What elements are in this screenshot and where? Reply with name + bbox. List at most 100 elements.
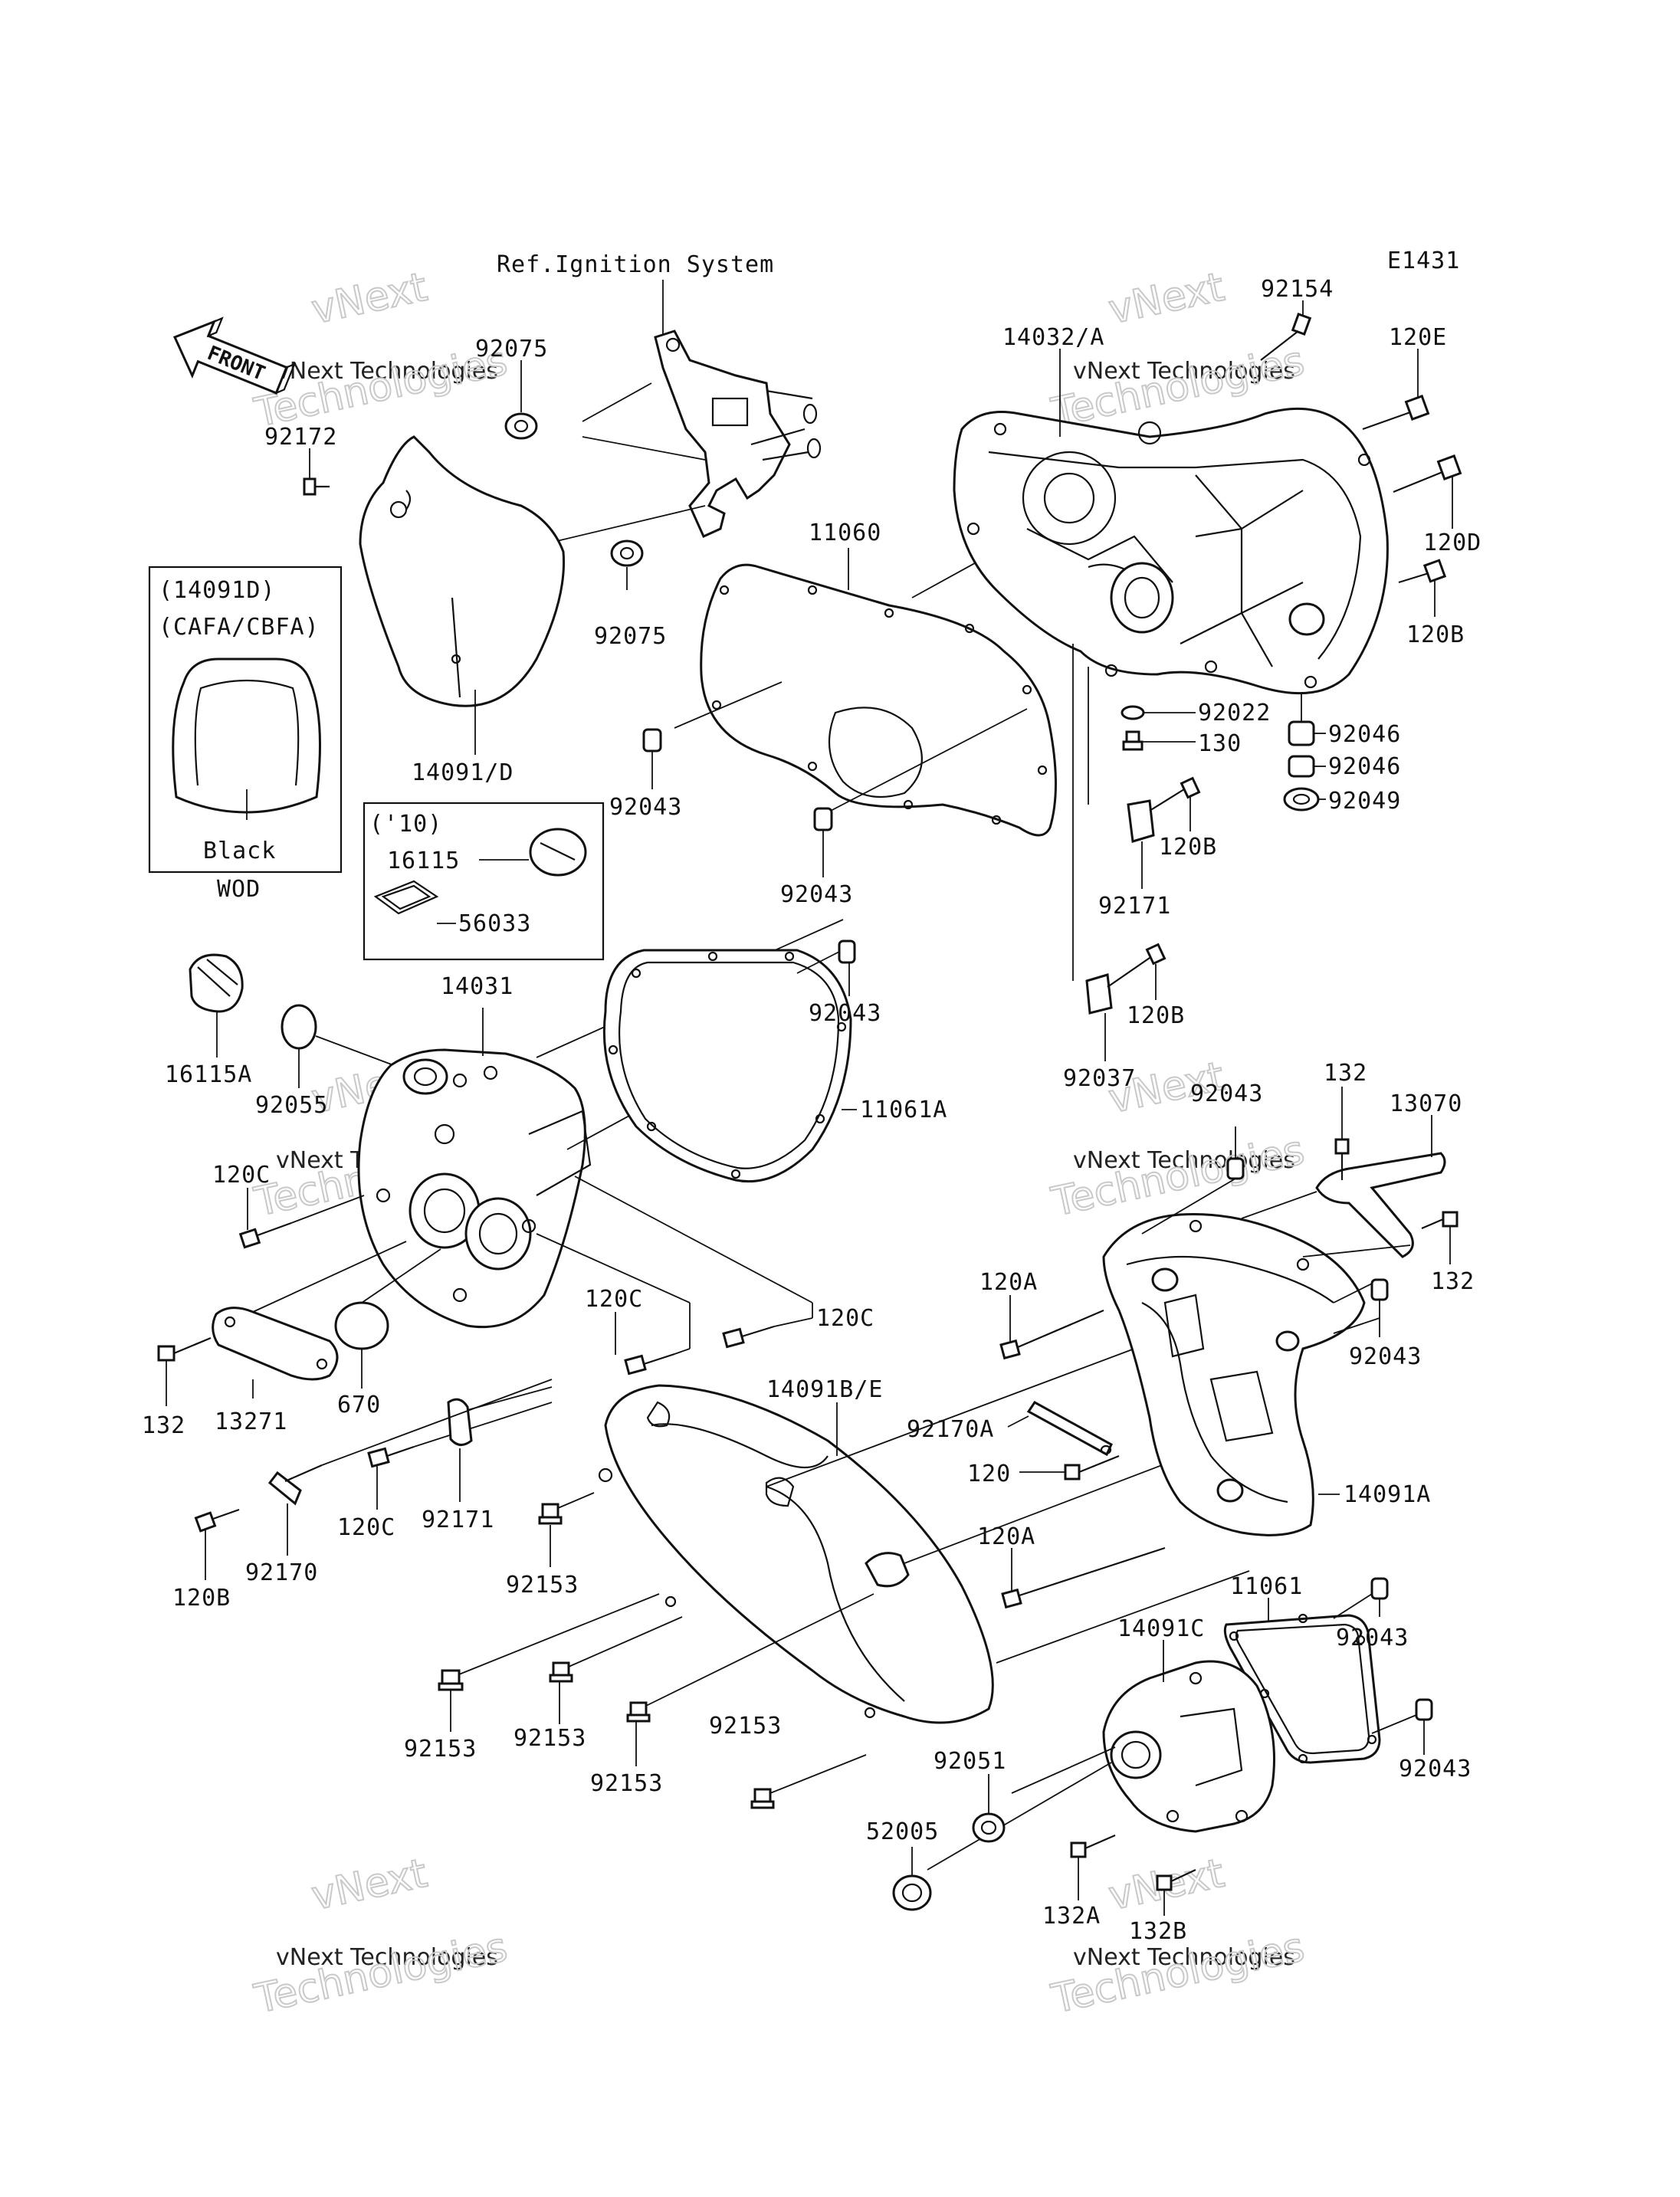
sticker-label: [373, 880, 439, 915]
cover-14091c: [1102, 1660, 1275, 1833]
ignition-bracket: [654, 330, 822, 538]
callout-label: 132: [1431, 1268, 1475, 1295]
watermark-line1: vNext: [307, 264, 431, 333]
bolt-120a-lower: [1001, 1546, 1166, 1609]
variant-inset-box: [148, 566, 343, 874]
inset-models: (CAFA/CBFA): [159, 614, 320, 641]
callout-label: 14091/D: [412, 759, 514, 786]
callout-label: 92153: [709, 1713, 782, 1740]
bolt-92153-d: [626, 1701, 651, 1723]
gasket-11061a: [602, 949, 852, 1183]
bolt-120c-left: [238, 1221, 292, 1249]
callout-label: 120A: [977, 1523, 1035, 1550]
callout-label: 14032/A: [1002, 324, 1104, 351]
bolt-92153-b: [438, 1669, 464, 1691]
callout-label: 92043: [1336, 1625, 1409, 1651]
seal-92049: [1283, 787, 1320, 812]
callout-label: 120D: [1423, 530, 1481, 556]
dowel-92043-g: [1415, 1698, 1433, 1721]
callout-label: 120C: [585, 1286, 643, 1313]
callout-label: 92043: [1399, 1756, 1472, 1782]
callout-label: 92043: [780, 881, 853, 908]
seal-92051: [972, 1812, 1006, 1843]
inset-note: WOD: [217, 876, 261, 903]
bearing-52005: [892, 1874, 932, 1911]
bolt-120d: [1393, 454, 1462, 494]
washer-92075-lower: [610, 539, 644, 567]
clamp-92171-upper: [1127, 776, 1201, 843]
callout-label: 120A: [979, 1269, 1038, 1296]
callout-label: 132: [1324, 1060, 1367, 1087]
bolt-120: [1064, 1454, 1120, 1481]
watermark-line2: vNext Technologies: [1073, 1944, 1295, 1971]
bolt-92153-c: [549, 1661, 573, 1683]
callout-label: 120C: [816, 1305, 874, 1332]
callout-label: 132A: [1042, 1903, 1101, 1930]
inset-part-56033: 56033: [458, 910, 531, 937]
year-inset-box: [363, 802, 605, 961]
callout-label: 92171: [1098, 893, 1171, 920]
watermark-line2: vNext Technologies: [1073, 358, 1295, 385]
bolt-132-right: [1421, 1211, 1459, 1230]
bolt-132a: [1070, 1834, 1116, 1858]
callout-label: 92043: [1190, 1080, 1263, 1107]
bolt-120e: [1362, 395, 1430, 431]
watermark: vNext vNext Technologies Technologies: [250, 1850, 512, 2024]
watermark: vNext vNext Technologies Technologies: [250, 264, 512, 438]
gasket-11060: [700, 563, 1057, 837]
callout-label: 92046: [1328, 753, 1401, 780]
washer-92022: [1121, 705, 1145, 720]
dowel-92043-b: [813, 807, 833, 831]
bolt-120b-lower: [194, 1508, 240, 1533]
clamp-92171-lower: [447, 1398, 473, 1446]
callout-label: 92153: [404, 1736, 477, 1763]
reference-label: Ref.Ignition System: [497, 251, 774, 278]
dowel-92043-e: [1370, 1278, 1389, 1301]
watermark-line2: vNext Technologies: [276, 1944, 498, 1971]
inset-part-16115: 16115: [387, 848, 460, 874]
callout-label: 16115A: [165, 1061, 252, 1088]
callout-label: 92022: [1198, 700, 1271, 726]
callout-label: 92170: [245, 1559, 318, 1586]
bolt-92153-a: [538, 1503, 563, 1525]
callout-label: 92153: [514, 1725, 586, 1752]
o-ring-92055: [281, 1004, 317, 1050]
washer-92075-upper: [504, 412, 538, 440]
callout-label: 52005: [866, 1818, 939, 1845]
callout-label: 670: [337, 1392, 381, 1418]
watermark-line3: Technologies: [251, 338, 511, 436]
year-label: ('10): [369, 811, 442, 838]
watermark-line1: vNext: [1104, 264, 1228, 333]
callout-label: 14091C: [1117, 1615, 1205, 1642]
callout-label: 14091A: [1344, 1481, 1431, 1508]
clamp-92037: [1085, 943, 1166, 1015]
bolt-132-left: [157, 1336, 212, 1362]
bolt-120c-right: [722, 1325, 775, 1349]
callout-label: 92171: [422, 1507, 494, 1533]
strap-92170a: [1026, 1401, 1113, 1457]
inset-part-no: (14091D): [159, 577, 276, 604]
callout-label: 14031: [441, 973, 514, 1000]
callout-label: 92051: [934, 1748, 1006, 1775]
callout-label: 120B: [1127, 1002, 1185, 1029]
dowel-92043-a: [642, 728, 662, 753]
callout-label: 92172: [264, 424, 337, 451]
plug-slot: [540, 842, 576, 861]
callout-label: 92049: [1328, 788, 1401, 815]
callout-label: 132: [142, 1412, 185, 1439]
plate-13271: [212, 1307, 339, 1381]
cover-13070: [1315, 1152, 1446, 1258]
watermark-line3: Technologies: [1048, 1127, 1308, 1225]
callout-label: 120B: [1159, 834, 1217, 861]
dowel-92043-c: [838, 939, 856, 964]
callout-label: 92043: [1349, 1343, 1422, 1370]
callout-label: 92170A: [907, 1416, 994, 1443]
bolt-120a-upper: [999, 1309, 1104, 1360]
gasket-11061: [1223, 1613, 1381, 1764]
callout-labels: 92075 92172 92075 14091/D 11060 14032/A …: [142, 276, 1481, 1945]
callout-label: 11061A: [860, 1097, 947, 1123]
cover-14091b-e: [598, 1384, 994, 1724]
callout-label: 92154: [1261, 276, 1334, 303]
